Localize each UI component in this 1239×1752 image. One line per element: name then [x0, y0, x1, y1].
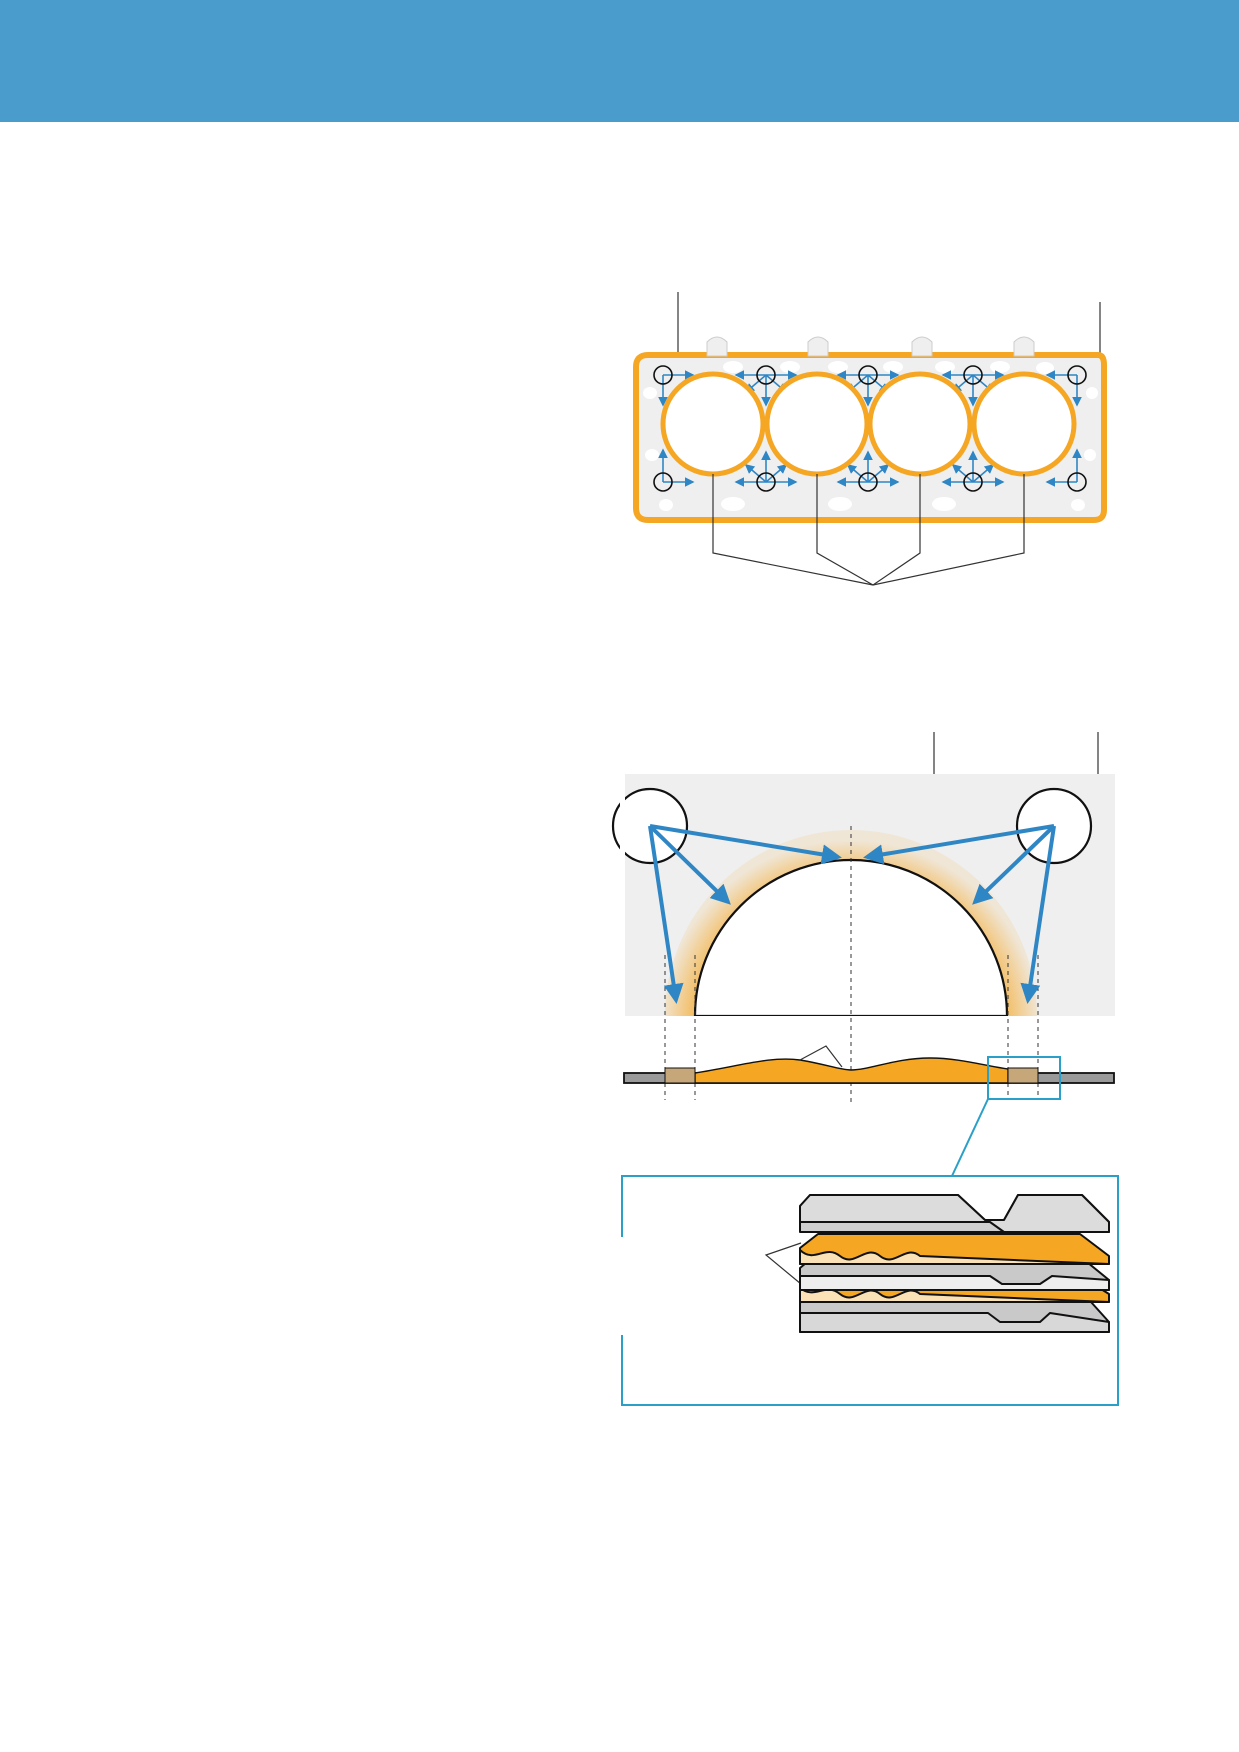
- gasket-cross-section: [623, 1045, 1115, 1084]
- coolant-holes: [643, 361, 1098, 511]
- sealing-zone-halo: [665, 830, 1037, 1016]
- leader-bracket-bores: [712, 474, 1025, 586]
- layer-detail-frame: [621, 1175, 1119, 1406]
- clamping-force-arrows: [658, 370, 1082, 487]
- bolt-hole-icon: [653, 365, 1087, 492]
- zoom-connector: [951, 1098, 989, 1177]
- bore-detail-view: [611, 732, 1115, 1177]
- leader-line-bead: [799, 1045, 843, 1068]
- zoom-box: [987, 1056, 1061, 1100]
- sealing-bead-profile: [694, 1057, 1009, 1084]
- multi-layer-steel-icon: [799, 1194, 1110, 1333]
- gasket-tabs: [706, 336, 1035, 357]
- stopper-right: [1007, 1067, 1039, 1084]
- header-band: [0, 0, 1239, 122]
- clamping-force-arrows-detail: [648, 824, 1056, 1004]
- stopper-left: [664, 1067, 696, 1084]
- leader-line-layers: [764, 1242, 802, 1285]
- gasket-top-view: [633, 292, 1107, 586]
